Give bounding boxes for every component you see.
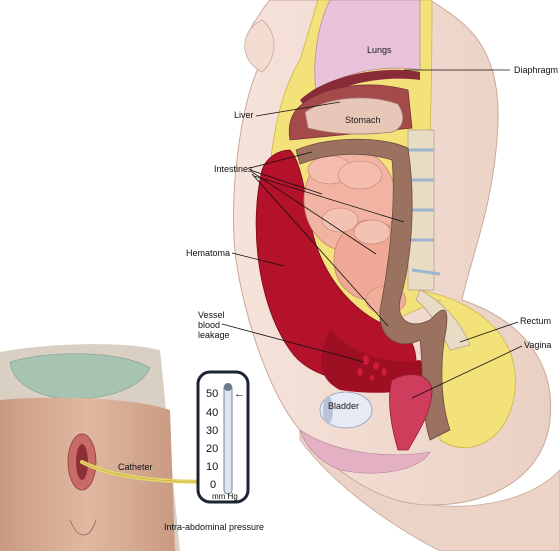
gauge-tick-10: 10 xyxy=(206,461,218,473)
bladder-wall xyxy=(323,396,333,424)
label-vessel-line3: leakage xyxy=(198,330,230,340)
label-intestines: Intestines xyxy=(214,164,253,174)
label-lungs: Lungs xyxy=(367,45,392,55)
label-vessel-line1: Vessel xyxy=(198,310,225,320)
label-stomach: Stomach xyxy=(345,115,381,125)
diaphragm xyxy=(300,69,420,108)
label-catheter: Catheter xyxy=(118,462,153,472)
gauge-tick-30: 30 xyxy=(206,425,218,437)
gauge-tick-50: 50 xyxy=(206,388,218,400)
pelvic-floor xyxy=(299,429,431,474)
drape xyxy=(9,353,151,399)
thigh xyxy=(299,428,560,551)
gauge-column xyxy=(223,383,233,495)
gauge-tick-20: 20 xyxy=(206,443,218,455)
bladder xyxy=(319,391,373,429)
pressure-gauge: 50 40 30 20 10 0 mm Hg ← xyxy=(196,370,250,504)
label-bladder: Bladder xyxy=(328,401,359,411)
label-liver: Liver xyxy=(234,110,254,120)
labels: Lungs Diaphragm Liver Stomach Intestines… xyxy=(118,45,558,532)
perineum-inset xyxy=(0,344,180,551)
label-vagina: Vagina xyxy=(524,340,551,350)
gauge-arrow-icon: ← xyxy=(234,388,245,400)
label-rectum: Rectum xyxy=(520,316,551,326)
label-vessel-line2: blood xyxy=(198,320,220,330)
gauge-body xyxy=(196,370,250,504)
colon xyxy=(295,138,451,441)
blood-droplets xyxy=(357,355,387,381)
stomach xyxy=(304,97,404,135)
breast xyxy=(244,19,275,73)
label-hematoma: Hematoma xyxy=(186,248,230,258)
gauge-tick-40: 40 xyxy=(206,407,218,419)
label-diaphragm: Diaphragm xyxy=(514,65,558,75)
body-section xyxy=(233,0,560,551)
gauge-tick-0: 0 xyxy=(210,479,216,491)
caption-intra-abdominal-pressure: Intra-abdominal pressure xyxy=(164,522,264,532)
gauge-unit: mm Hg xyxy=(212,492,238,501)
